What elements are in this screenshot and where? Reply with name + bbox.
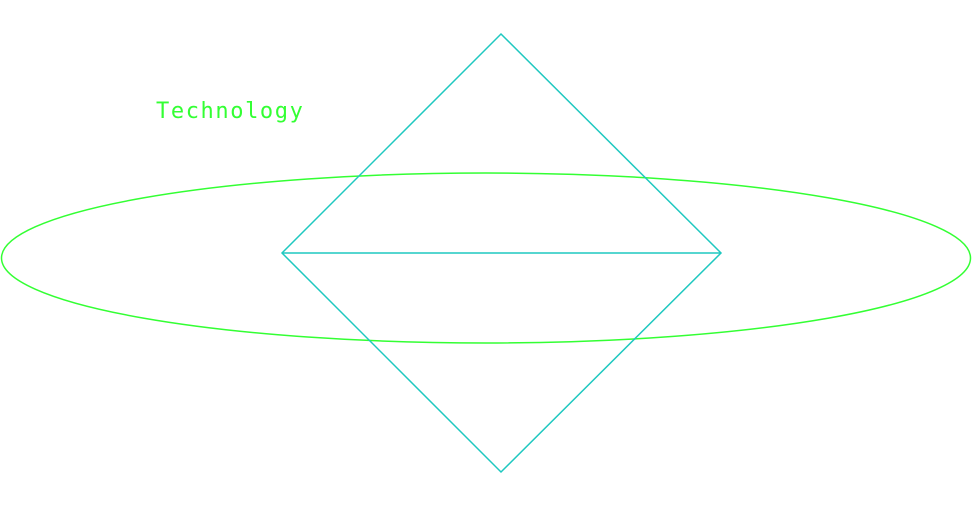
technology-label: Technology: [156, 99, 305, 124]
diamond-shape: [280, 32, 723, 474]
orbit-ellipse: [0, 172, 972, 344]
